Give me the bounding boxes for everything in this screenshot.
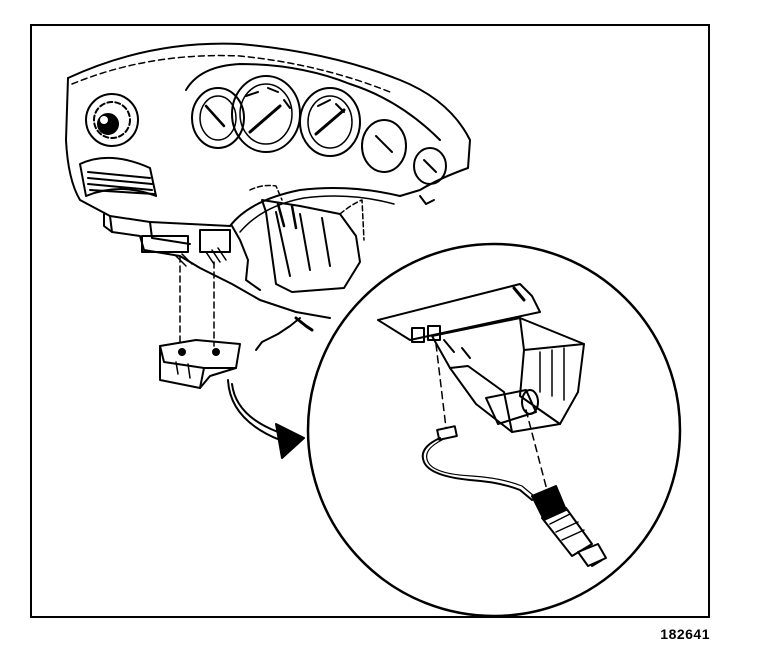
cigar-lighter-element — [531, 485, 607, 567]
instrument-panel — [65, 42, 471, 233]
under-dash-bracket — [103, 184, 365, 319]
figure-number: 182641 — [660, 626, 710, 642]
illustration-frame — [30, 24, 710, 618]
detail-view-bracket — [377, 283, 585, 433]
zoom-arrow — [227, 379, 305, 459]
detail-view-circle — [306, 242, 682, 618]
instrument-cluster — [185, 63, 447, 205]
alignment-lines-detail — [435, 343, 549, 495]
lamp-socket-wire — [421, 425, 535, 501]
ashtray-module — [159, 339, 241, 389]
air-vent — [79, 156, 157, 197]
headlamp-switch-knob — [85, 93, 139, 147]
wiring-harness — [255, 316, 314, 351]
alignment-lines-left — [179, 255, 215, 347]
